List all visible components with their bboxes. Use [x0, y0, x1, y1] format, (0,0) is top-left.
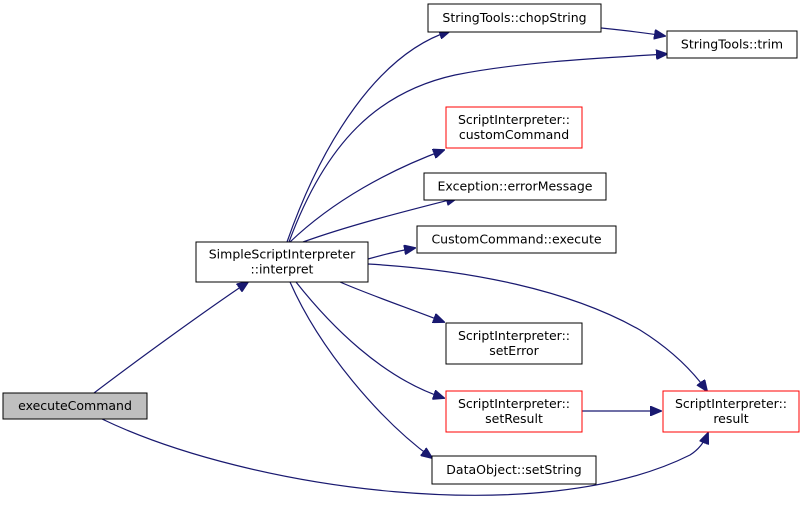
node-label-line: ScriptInterpreter::	[458, 112, 570, 127]
node-label-line: StringTools::trim	[681, 37, 783, 52]
node-trim[interactable]: StringTools::trim	[666, 30, 798, 59]
node-customCommand[interactable]: ScriptInterpreter::customCommand	[445, 106, 583, 149]
node-label-line: Exception::errorMessage	[438, 179, 593, 194]
node-label-line: executeCommand	[18, 398, 132, 413]
edge-interpret-to-chopString	[286, 31, 450, 243]
node-box	[445, 322, 583, 365]
node-box	[427, 3, 602, 33]
edge-interpret-to-result	[367, 263, 707, 391]
node-setError[interactable]: ScriptInterpreter::setError	[445, 322, 583, 365]
node-label-line: setResult	[485, 411, 543, 426]
node-executeCommand[interactable]: executeCommand	[2, 392, 148, 420]
nodes: executeCommand SimpleScriptInterpreter::i…	[2, 3, 800, 485]
node-label-line: ScriptInterpreter::	[458, 396, 570, 411]
node-setResult[interactable]: ScriptInterpreter::setResult	[445, 390, 583, 433]
node-label-line: StringTools::chopString	[442, 10, 586, 25]
node-box	[2, 392, 148, 420]
node-box	[445, 390, 583, 433]
edge-executeCommand-to-result	[101, 418, 708, 496]
edge-interpret-to-setString	[289, 281, 432, 458]
node-box	[666, 30, 798, 59]
node-label-line: ::interpret	[251, 262, 314, 277]
node-box	[423, 172, 607, 201]
edge-executeCommand-to-interpret	[93, 282, 248, 394]
node-box	[662, 390, 800, 433]
node-setString[interactable]: DataObject::setString	[431, 455, 597, 485]
node-box	[431, 455, 597, 485]
edges	[93, 27, 708, 496]
node-errorMessage[interactable]: Exception::errorMessage	[423, 172, 607, 201]
edge-interpret-to-execute	[367, 248, 415, 260]
node-box	[195, 241, 369, 283]
node-label-line: result	[713, 411, 748, 426]
node-chopString[interactable]: StringTools::chopString	[427, 3, 602, 33]
node-label-line: ScriptInterpreter::	[458, 328, 570, 343]
edge-chopString-to-trim	[600, 27, 665, 36]
node-label-line: CustomCommand::execute	[431, 232, 601, 247]
edge-interpret-to-trim	[288, 54, 667, 243]
node-label-line: customCommand	[459, 127, 569, 142]
node-label-line: ScriptInterpreter::	[675, 396, 787, 411]
node-result[interactable]: ScriptInterpreter::result	[662, 390, 800, 433]
node-box	[416, 225, 617, 254]
edge-interpret-to-setError	[339, 281, 444, 322]
node-box	[445, 106, 583, 149]
node-execute[interactable]: CustomCommand::execute	[416, 225, 617, 254]
node-label-line: DataObject::setString	[446, 462, 581, 477]
node-label-line: setError	[489, 343, 539, 358]
edge-interpret-to-customCommand	[289, 150, 444, 243]
edge-interpret-to-setResult	[295, 281, 444, 398]
node-label-line: SimpleScriptInterpreter	[209, 247, 356, 262]
edge-interpret-to-errorMessage	[302, 198, 457, 243]
node-interpret[interactable]: SimpleScriptInterpreter::interpret	[195, 241, 369, 283]
